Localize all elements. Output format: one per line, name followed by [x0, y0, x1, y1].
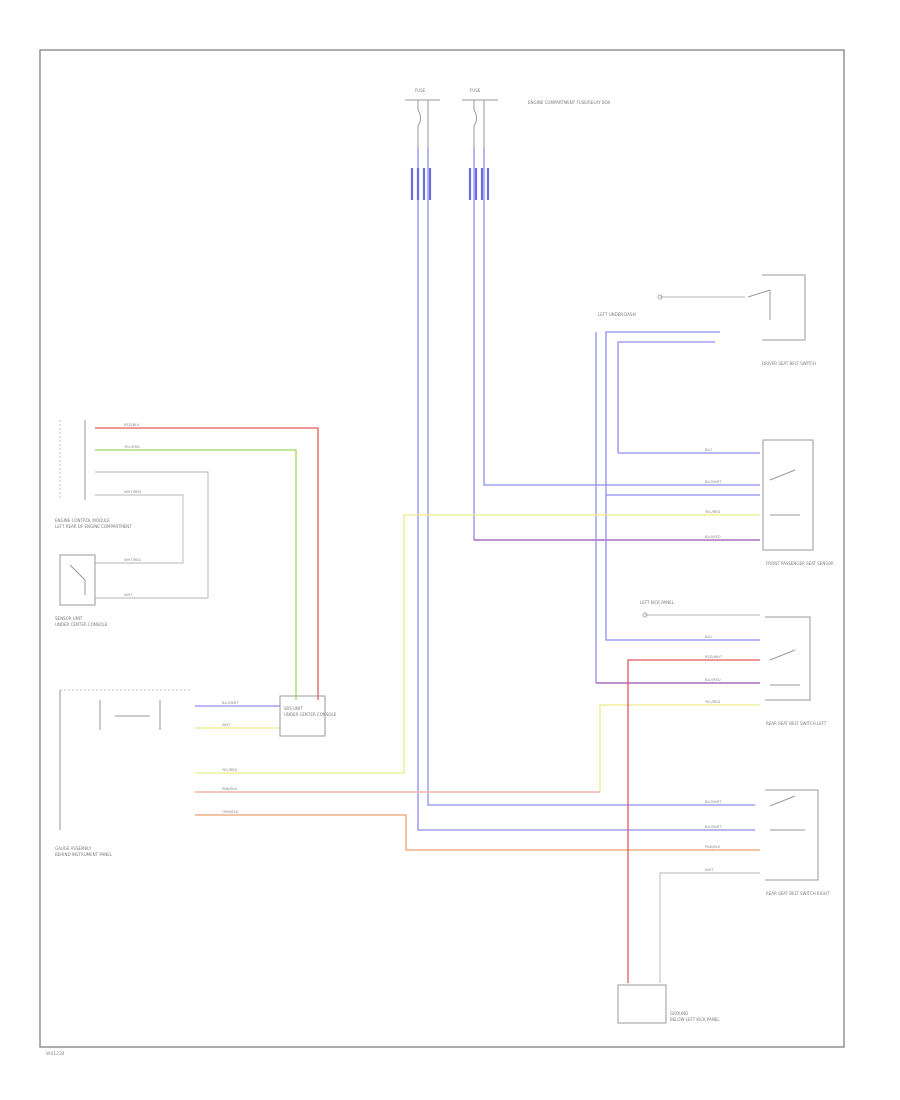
wire-red-main: [95, 427, 319, 700]
cluster-loc: BEHIND INSTRUMENT PANEL: [55, 852, 113, 857]
svg-text:BLU: BLU: [705, 448, 712, 452]
junction-connector: SRS UNIT UNDER CENTER CONSOLE: [279, 695, 337, 737]
svg-text:ORN/BLK: ORN/BLK: [222, 810, 239, 814]
rear-right-label: REAR SEAT BELT SWITCH RIGHT: [766, 891, 830, 896]
fuse-b-label: FUSE: [470, 88, 481, 93]
cluster-label: GAUGE ASSEMBLY: [55, 846, 92, 851]
svg-text:WHT: WHT: [705, 868, 714, 872]
rear-left-switch: REAR SEAT BELT SWITCH LEFT: [765, 616, 827, 726]
svg-text:YEL/GRN: YEL/GRN: [124, 445, 140, 449]
front-passenger-label: FRONT PASSENGER SEAT SENSOR: [766, 561, 834, 566]
wire-blue-loop-1: [617, 341, 760, 454]
svg-text:WHT: WHT: [124, 593, 133, 597]
svg-text:WHT/RED: WHT/RED: [124, 490, 141, 494]
ground-label: GROUND: [670, 1011, 688, 1016]
svg-text:YEL/RED: YEL/RED: [705, 700, 720, 704]
ground-loc: BELOW LEFT KICK PANEL: [670, 1017, 720, 1022]
svg-text:YEL/RED: YEL/RED: [222, 768, 237, 772]
rear-left-label: REAR SEAT BELT SWITCH LEFT: [766, 721, 827, 726]
wire-yellow-a: [195, 514, 760, 774]
sensor-label: SENSOR UNIT: [55, 616, 83, 621]
svg-text:BLU/RED: BLU/RED: [705, 678, 721, 682]
fuse-a: FUSE: [405, 88, 440, 148]
svg-text:BLU/WHT: BLU/WHT: [705, 825, 722, 829]
corner-tag: W01234: [46, 1051, 65, 1057]
wire-blue-trunk-a: [417, 148, 755, 831]
left-under-label: LEFT UNDER-DASH: [598, 312, 636, 317]
ground-markers: LEFT KICK PANEL LEFT UNDER-DASH: [598, 294, 675, 618]
wire-gray-5: [95, 494, 184, 564]
wire-red-bottom: [627, 659, 760, 983]
driver-switch: DRIVER SEAT BELT SWITCH: [747, 274, 816, 366]
connector-marks: [410, 168, 490, 200]
wire-blue-trunk-b: [427, 148, 755, 806]
fuse-box-label: ENGINE COMPARTMENT FUSE/RELAY BOX: [528, 100, 610, 105]
svg-text:PNK/BLK: PNK/BLK: [705, 845, 721, 849]
sensor-unit: SENSOR UNIT UNDER CENTER CONSOLE: [55, 554, 108, 627]
svg-text:RED/WHT: RED/WHT: [705, 655, 723, 659]
svg-text:BLU/RED: BLU/RED: [705, 535, 721, 539]
svg-text:BLU/WHT: BLU/WHT: [222, 701, 239, 705]
ecm-label: ENGINE CONTROL MODULE: [55, 518, 110, 523]
junction-loc: UNDER CENTER CONSOLE: [284, 712, 337, 717]
junction-label: SRS UNIT: [284, 706, 303, 711]
fuse-a-label: FUSE: [415, 88, 426, 93]
svg-text:WHT/RED: WHT/RED: [124, 558, 141, 562]
wires: [95, 148, 760, 983]
svg-text:YEL/RED: YEL/RED: [705, 510, 720, 514]
wire-orange-a: [195, 814, 760, 851]
wire-gray-1: [659, 872, 760, 983]
wire-labels: RED/BLK YEL/GRN WHT/RED WHT/RED WHT BLU …: [124, 423, 723, 872]
gauge-assembly: GAUGE ASSEMBLY BEHIND INSTRUMENT PANEL: [55, 689, 190, 857]
svg-text:PNK/BLK: PNK/BLK: [222, 787, 238, 791]
front-passenger-sensor: FRONT PASSENGER SEAT SENSOR: [762, 439, 834, 566]
ground-module: GROUND BELOW LEFT KICK PANEL: [617, 984, 720, 1024]
sensor-loc: UNDER CENTER CONSOLE: [55, 622, 108, 627]
ecm-loc: LEFT REAR OF ENGINE COMPARTMENT: [55, 524, 132, 529]
svg-text:BLU/WHT: BLU/WHT: [705, 480, 722, 484]
left-kick-label: LEFT KICK PANEL: [640, 600, 675, 605]
svg-text:BLU: BLU: [705, 635, 712, 639]
diagram-frame: [39, 49, 845, 1048]
wire-gray-4: [95, 471, 209, 599]
svg-text:BLU/WHT: BLU/WHT: [705, 800, 722, 804]
svg-text:WHT: WHT: [222, 723, 231, 727]
wire-blue-trunk-d: [483, 148, 760, 486]
rear-right-switch: REAR SEAT BELT SWITCH RIGHT: [765, 789, 830, 896]
wire-blue-loop-2: [605, 331, 760, 641]
fuse-b: FUSE: [462, 88, 498, 148]
svg-text:RED/BLK: RED/BLK: [124, 423, 140, 427]
wire-green-main: [95, 449, 297, 700]
driver-switch-label: DRIVER SEAT BELT SWITCH: [762, 361, 816, 366]
engine-control-module: ENGINE CONTROL MODULE LEFT REAR OF ENGIN…: [55, 420, 132, 529]
